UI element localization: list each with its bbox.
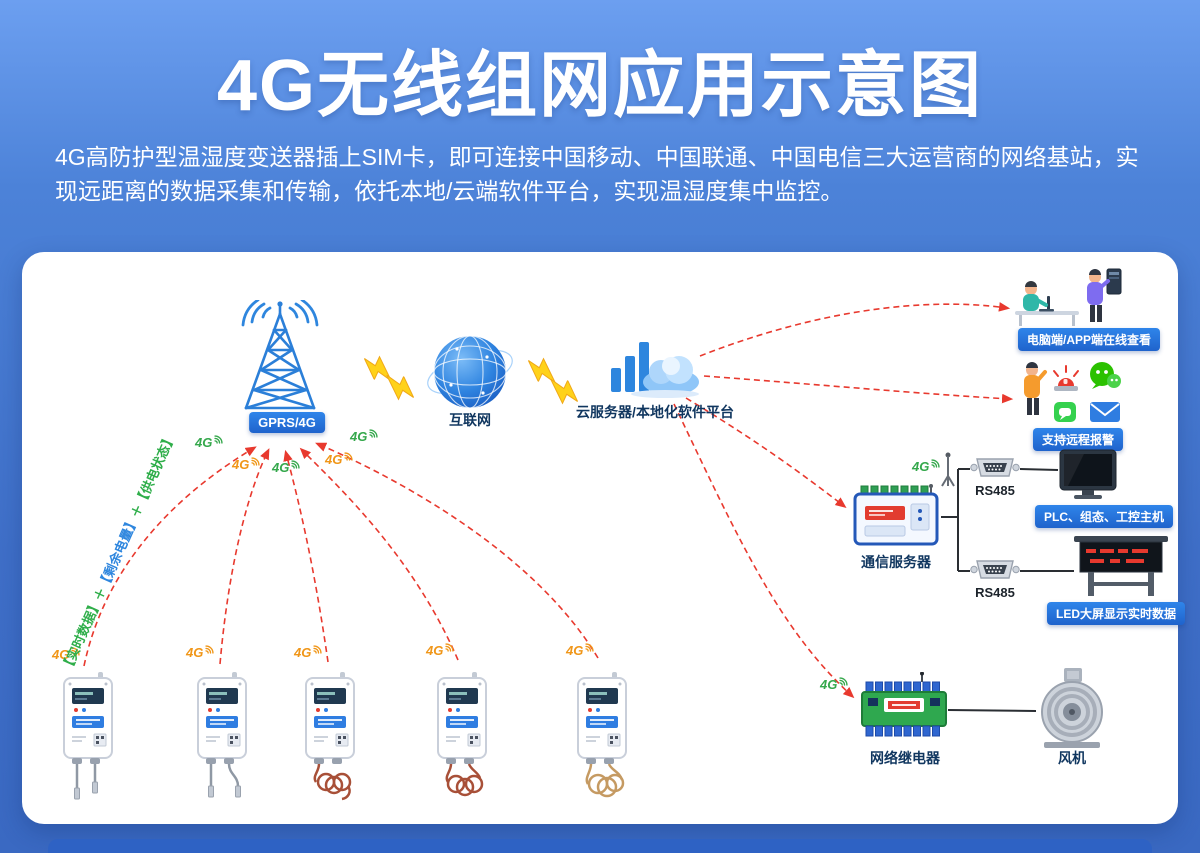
4g-text: 4G bbox=[350, 429, 368, 444]
4g-signal-label: 4G bbox=[52, 646, 81, 661]
viewer-people-icon bbox=[1015, 268, 1122, 326]
4g-signal-label: 4G bbox=[195, 434, 224, 449]
footer-bar bbox=[48, 839, 1152, 853]
4g-text: 4G bbox=[186, 645, 204, 660]
4g-signal-label: 4G bbox=[325, 451, 354, 466]
4g-text: 4G bbox=[820, 677, 838, 692]
rs485-connector-icon bbox=[970, 558, 1020, 584]
signal-icon bbox=[930, 458, 941, 469]
4g-text: 4G bbox=[325, 452, 343, 467]
comm-server-label: 通信服务器 bbox=[861, 554, 931, 570]
signal-icon bbox=[444, 642, 455, 653]
4g-signal-label: 4G bbox=[232, 456, 261, 471]
uplink-arrows bbox=[83, 442, 599, 667]
rs485-top-label: RS485 bbox=[975, 483, 1015, 498]
relay-icon bbox=[861, 672, 947, 737]
4g-text: 4G bbox=[426, 643, 444, 658]
mail-icon bbox=[1090, 402, 1120, 422]
internet-label: 互联网 bbox=[449, 412, 491, 428]
antenna-icon bbox=[941, 452, 955, 487]
uplink-seg3: 【供电状态】 bbox=[132, 430, 179, 509]
4g-signal-label: 4G bbox=[294, 644, 323, 659]
4g-signal-label: 4G bbox=[350, 428, 379, 443]
relay-label: 网络继电器 bbox=[870, 750, 940, 766]
page-description: 4G高防护型温湿度变送器插上SIM卡，即可连接中国移动、中国联通、中国电信三大运… bbox=[55, 144, 1139, 204]
4g-text: 4G bbox=[232, 457, 250, 472]
viewer-badge: 电脑端/APP端在线查看 bbox=[1017, 328, 1161, 351]
monitor-icon bbox=[1059, 449, 1117, 499]
fan-icon bbox=[1041, 668, 1103, 748]
4g-text: 4G bbox=[272, 460, 290, 475]
uplink-seg2: 【剩余电量】 bbox=[95, 513, 142, 592]
signal-icon bbox=[343, 451, 354, 462]
4g-signal-label: 4G bbox=[912, 458, 941, 473]
4g-signal-label: 4G bbox=[272, 459, 301, 474]
4g-signal-label: 4G bbox=[820, 676, 849, 691]
rs485-connector-icon bbox=[970, 456, 1020, 482]
4g-signal-label: 4G bbox=[426, 642, 455, 657]
signal-icon bbox=[250, 456, 261, 467]
downlink-arrows bbox=[673, 302, 1014, 699]
siren-icon bbox=[1053, 365, 1079, 391]
comm-server-icon bbox=[853, 484, 939, 546]
led-badge: LED大屏显示实时数据 bbox=[1046, 602, 1186, 625]
alarm-badge: 支持远程报警 bbox=[1032, 428, 1124, 451]
4g-signal-label: 4G bbox=[186, 644, 215, 659]
page-title: 4G无线组网应用示意图 bbox=[216, 46, 984, 126]
4g-signal-label: 4G bbox=[566, 642, 595, 657]
signal-icon bbox=[290, 459, 301, 470]
signal-icon bbox=[312, 644, 323, 655]
signal-icon bbox=[213, 434, 224, 445]
4g-text: 4G bbox=[195, 435, 213, 450]
alarm-icons bbox=[1024, 362, 1121, 422]
sensor-icon bbox=[437, 672, 487, 797]
4g-text: 4G bbox=[52, 647, 70, 662]
cloud-platform-label: 云服务器/本地化软件平台 bbox=[576, 404, 734, 420]
plc-badge: PLC、组态、工控主机 bbox=[1034, 505, 1174, 528]
tower-label-badge: GPRS/4G bbox=[249, 412, 325, 433]
globe-icon bbox=[427, 335, 513, 409]
sensor-icon bbox=[63, 672, 113, 800]
sensor-icon bbox=[577, 672, 627, 798]
sensor-icon bbox=[197, 672, 247, 798]
sensor-icon bbox=[305, 672, 355, 801]
uplink-data-text: 【实时数据】＋【剩余电量】＋【供电状态】 bbox=[54, 425, 180, 679]
4g-text: 4G bbox=[912, 459, 930, 474]
rs485-bottom-label: RS485 bbox=[975, 585, 1015, 600]
uplink-seg1: 【实时数据】 bbox=[58, 597, 105, 675]
diagram-panel: GPRS/4G 4G 4G 4G 4G 4G 互联网 bbox=[22, 252, 1186, 824]
signal-icon bbox=[368, 428, 379, 439]
wechat-icon bbox=[1090, 362, 1121, 389]
signal-icon bbox=[204, 644, 215, 655]
signal-icon bbox=[584, 642, 595, 653]
tower-icon bbox=[241, 300, 319, 410]
fan-label: 风机 bbox=[1058, 750, 1086, 766]
4g-text: 4G bbox=[566, 643, 584, 658]
signal-icon bbox=[838, 676, 849, 687]
led-screen-icon bbox=[1074, 536, 1168, 596]
cloud-server-icon bbox=[611, 342, 699, 398]
4g-text: 4G bbox=[294, 645, 312, 660]
sms-icon bbox=[1054, 402, 1076, 422]
